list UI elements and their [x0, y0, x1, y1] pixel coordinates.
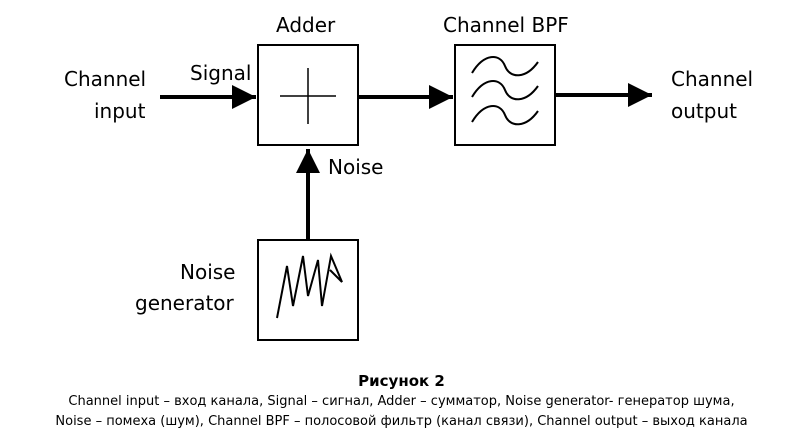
adder-block [257, 44, 359, 146]
signal-label: Signal [190, 61, 252, 85]
figure-caption: Рисунок 2 Channel input – вход канала, S… [0, 370, 803, 432]
bpf-wave-2 [471, 80, 539, 101]
noise-label: Noise [328, 155, 384, 179]
bpf-wave-1 [471, 56, 539, 77]
adder-label: Adder [276, 13, 336, 37]
noise-zigzag [276, 252, 343, 319]
figure-title: Рисунок 2 [358, 372, 445, 390]
noise-generator-label-line2: generator [135, 291, 234, 315]
block-diagram [160, 44, 652, 341]
caption-line-2: Noise – помеха (шум), Channel BPF – поло… [55, 414, 748, 429]
caption-line-1: Channel input – вход канала, Signal – си… [68, 394, 735, 409]
channel-bpf-label: Channel BPF [443, 13, 569, 37]
noise-generator-block [257, 239, 359, 341]
channel-output-label-line2: output [671, 99, 737, 123]
bpf-block [454, 44, 556, 146]
bpf-wave-3 [471, 105, 539, 126]
channel-input-label-line1: Channel [64, 67, 147, 91]
noise-generator-label-line1: Noise [180, 260, 236, 284]
channel-input-label-line2: input [94, 99, 146, 123]
channel-output-label-line1: Channel [671, 67, 754, 91]
